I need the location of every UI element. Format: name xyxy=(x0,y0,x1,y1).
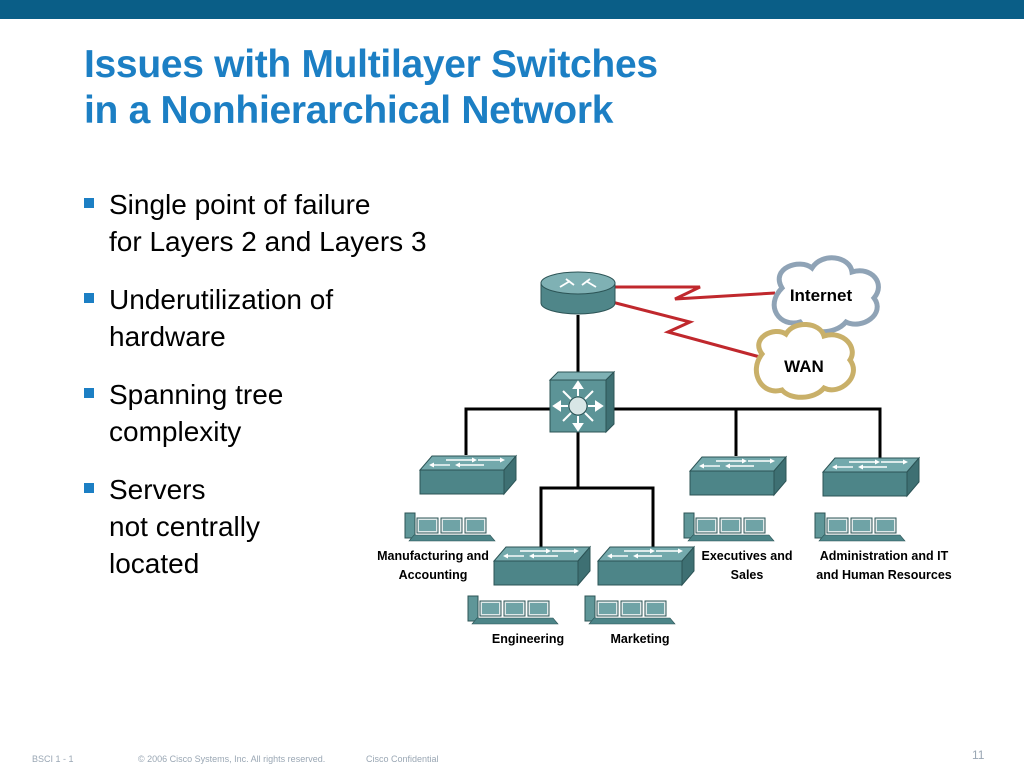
wan-cloud-icon: WAN xyxy=(754,322,856,400)
bullet-text: Servers xyxy=(109,474,206,505)
switch-icon xyxy=(597,546,695,586)
bullet-text: not centrally xyxy=(109,511,260,542)
square-bullet-icon xyxy=(84,198,94,208)
bullet-item: Single point of failure for Layers 2 and… xyxy=(84,186,427,260)
top-bar xyxy=(0,0,1024,19)
slide-title: Issues with Multilayer Switches in a Non… xyxy=(84,42,658,134)
workstations-icon xyxy=(404,512,496,542)
bullet-list: Single point of failure for Layers 2 and… xyxy=(84,186,427,603)
wan-label: WAN xyxy=(784,357,824,376)
bullet-text: Single point of failure xyxy=(109,189,371,220)
bullet-item: Servers not centrally located xyxy=(84,471,427,582)
bullet-text: hardware xyxy=(109,321,226,352)
workstations-icon xyxy=(683,512,775,542)
page-number: 11 xyxy=(972,748,985,762)
group-label-executives: Executives and xyxy=(701,549,792,563)
footer-slide-id: BSCI 1 - 1 xyxy=(32,754,74,764)
workstations-icon xyxy=(467,595,559,625)
bullet-text: Underutilization of xyxy=(109,284,334,315)
title-line-2: in a Nonhierarchical Network xyxy=(84,89,614,132)
group-label-administration: Administration and IT xyxy=(820,549,949,563)
bullet-text: complexity xyxy=(109,416,242,447)
group-label-executives: Sales xyxy=(731,568,764,582)
group-label-manufacturing: Manufacturing and xyxy=(377,549,489,563)
workstations-icon xyxy=(584,595,676,625)
footer-copyright: © 2006 Cisco Systems, Inc. All rights re… xyxy=(138,754,326,764)
switch-icon xyxy=(419,455,517,495)
switch-icon xyxy=(822,457,920,497)
title-line-1: Issues with Multilayer Switches xyxy=(84,43,658,86)
group-label-administration: and Human Resources xyxy=(816,568,952,582)
internet-cloud-icon: Internet xyxy=(771,255,881,335)
multilayer-switch-icon xyxy=(548,370,616,434)
footer-confidential: Cisco Confidential xyxy=(366,754,439,764)
workstations-icon xyxy=(814,512,906,542)
bullet-text: located xyxy=(109,548,200,579)
bullet-text: Spanning tree xyxy=(109,379,284,410)
group-label-marketing: Marketing xyxy=(610,632,669,646)
switch-icon xyxy=(493,546,591,586)
wan-link-internet xyxy=(606,285,776,301)
internet-label: Internet xyxy=(790,286,853,305)
square-bullet-icon xyxy=(84,388,94,398)
square-bullet-icon xyxy=(84,483,94,493)
network-links xyxy=(464,315,882,548)
bullet-item: Underutilization of hardware xyxy=(84,281,427,355)
bullet-text: for Layers 2 and Layers 3 xyxy=(109,226,427,257)
square-bullet-icon xyxy=(84,293,94,303)
switch-icon xyxy=(689,456,787,496)
router-icon xyxy=(540,271,616,315)
group-label-engineering: Engineering xyxy=(492,632,564,646)
group-label-manufacturing: Accounting xyxy=(399,568,468,582)
bullet-item: Spanning tree complexity xyxy=(84,376,427,450)
wan-link-wan xyxy=(603,298,761,359)
